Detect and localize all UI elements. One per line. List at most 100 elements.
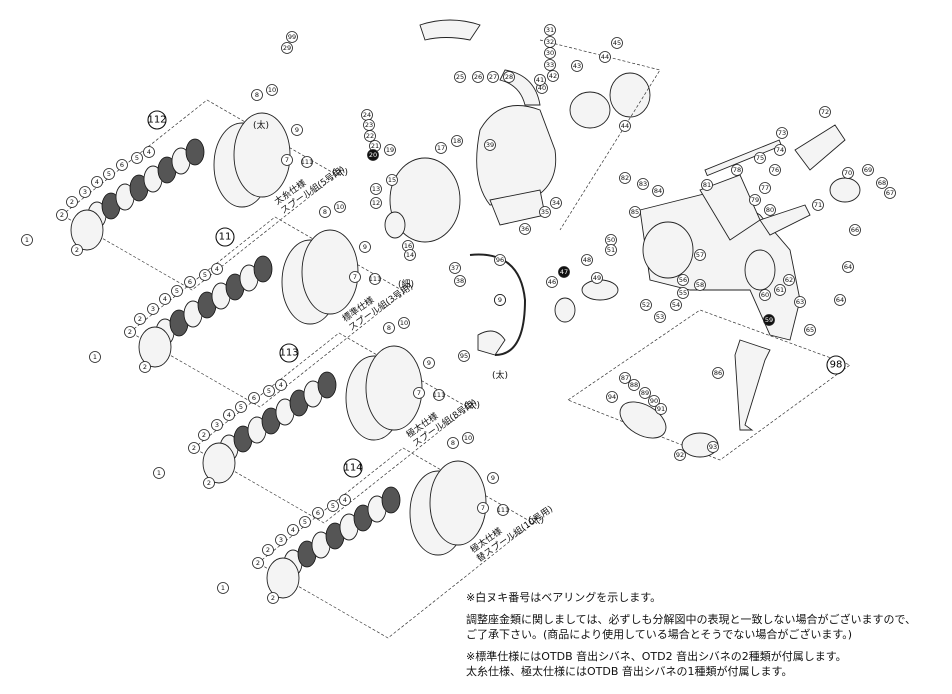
collar bbox=[554, 297, 576, 323]
part-number: 90 bbox=[650, 397, 658, 405]
part-label: 62 bbox=[783, 274, 795, 286]
part-label: 80 bbox=[764, 204, 776, 216]
part-label: 8 bbox=[319, 206, 331, 218]
part-label: 85 bbox=[629, 206, 641, 218]
part-label: 28 bbox=[503, 71, 515, 83]
spool-group-number: 11 bbox=[215, 227, 235, 247]
spool-tag: (太) bbox=[528, 514, 544, 526]
part-label: 90 bbox=[648, 395, 660, 407]
part-number: 36 bbox=[521, 225, 529, 233]
stopper-assembly bbox=[829, 177, 861, 203]
part-number: 2 bbox=[266, 546, 270, 554]
spring-note-2: 太糸仕様、極太仕様にはOTDB 音出シバネの1種類が付属します。 bbox=[466, 665, 793, 678]
part-label: 49 bbox=[591, 272, 603, 284]
part-number: 4 bbox=[227, 411, 231, 419]
handle-group-number: 98 bbox=[830, 360, 843, 371]
part-number: 2 bbox=[202, 431, 206, 439]
rotor bbox=[476, 105, 557, 206]
rotor-bearing-cover bbox=[569, 91, 611, 129]
part-label: 37 bbox=[449, 262, 461, 274]
rotor-group-box bbox=[539, 39, 661, 231]
part-label: 4 bbox=[275, 379, 287, 391]
part-label: 79 bbox=[749, 194, 761, 206]
bearing-label: 47 bbox=[558, 266, 570, 278]
part-label: 65 bbox=[804, 324, 816, 336]
bail-holder bbox=[477, 330, 506, 356]
part-label: 1 bbox=[153, 467, 165, 479]
part-label: 3 bbox=[79, 186, 91, 198]
part-label: 94 bbox=[606, 391, 618, 403]
part-number: 4 bbox=[95, 178, 99, 186]
spool-rim bbox=[301, 229, 359, 315]
part-label: 96 bbox=[494, 254, 506, 266]
part-label: 66 bbox=[849, 224, 861, 236]
part-number: 57 bbox=[696, 251, 704, 259]
part-number: 2 bbox=[256, 559, 260, 567]
part-number: 22 bbox=[366, 132, 374, 140]
part-number: 91 bbox=[657, 405, 665, 413]
spool-group-box bbox=[257, 447, 534, 639]
part-label: 5 bbox=[131, 152, 143, 164]
part-number: 1 bbox=[157, 469, 161, 477]
part-number: 52 bbox=[642, 301, 650, 309]
part-label: 10 bbox=[334, 201, 346, 213]
part-number: 14 bbox=[406, 251, 414, 259]
part-label: 4 bbox=[287, 524, 299, 536]
part-label: 12 bbox=[370, 197, 382, 209]
part-label: 63 bbox=[794, 296, 806, 308]
part-number: 96 bbox=[496, 256, 504, 264]
part-label: 5 bbox=[327, 500, 339, 512]
spool-group-box bbox=[193, 332, 470, 524]
part-number: 49 bbox=[593, 274, 601, 282]
part-label: 44 bbox=[619, 120, 631, 132]
part-number: 7 bbox=[285, 156, 289, 164]
tag-thick-2: (太) bbox=[492, 369, 508, 381]
part-label: 43 bbox=[571, 60, 583, 72]
part-label: 29 bbox=[281, 42, 293, 54]
part-label: 99 bbox=[286, 31, 298, 43]
part-number: 66 bbox=[851, 226, 859, 234]
part-label: 7 bbox=[349, 271, 361, 283]
part-label: 4 bbox=[143, 146, 155, 158]
part-label: 25 bbox=[454, 71, 466, 83]
part-number: 9 bbox=[498, 296, 502, 304]
part-label: 6 bbox=[248, 392, 260, 404]
part-label: 10 bbox=[398, 317, 410, 329]
part-number: 50 bbox=[607, 236, 615, 244]
part-label: 88 bbox=[628, 379, 640, 391]
spool-group-id: 114 bbox=[343, 463, 362, 474]
part-number: 2 bbox=[192, 444, 196, 452]
part-label: 2 bbox=[198, 429, 210, 441]
part-number: 64 bbox=[844, 263, 852, 271]
part-number: 72 bbox=[821, 108, 829, 116]
part-number: 56 bbox=[679, 276, 687, 284]
part-number: 8 bbox=[387, 324, 391, 332]
part-label: 51 bbox=[605, 244, 617, 256]
part-label: 61 bbox=[774, 284, 786, 296]
part-number: 84 bbox=[654, 187, 662, 195]
part-number: 3 bbox=[279, 536, 283, 544]
part-label: 2 bbox=[252, 557, 264, 569]
part-number: 46 bbox=[548, 278, 556, 286]
part-number: 28 bbox=[505, 73, 513, 81]
part-label: 64 bbox=[834, 294, 846, 306]
part-label: 5 bbox=[299, 516, 311, 528]
part-label: 13 bbox=[370, 183, 382, 195]
part-number: 1 bbox=[25, 236, 29, 244]
spool-group-id: 112 bbox=[147, 115, 166, 126]
part-number: 10 bbox=[464, 434, 472, 442]
part-number: 111 bbox=[433, 391, 445, 399]
part-label: 67 bbox=[884, 187, 896, 199]
part-number: 77 bbox=[761, 184, 769, 192]
part-number: 9 bbox=[491, 474, 495, 482]
part-label: 4 bbox=[211, 263, 223, 275]
part-label: 5 bbox=[103, 168, 115, 180]
part-number: 3 bbox=[83, 188, 87, 196]
part-label: 24 bbox=[361, 109, 373, 121]
handle-knob bbox=[619, 401, 667, 439]
part-label: 111 bbox=[301, 156, 313, 168]
part-number: 55 bbox=[679, 289, 687, 297]
part-number: 63 bbox=[796, 298, 804, 306]
part-label: 2 bbox=[203, 477, 215, 489]
